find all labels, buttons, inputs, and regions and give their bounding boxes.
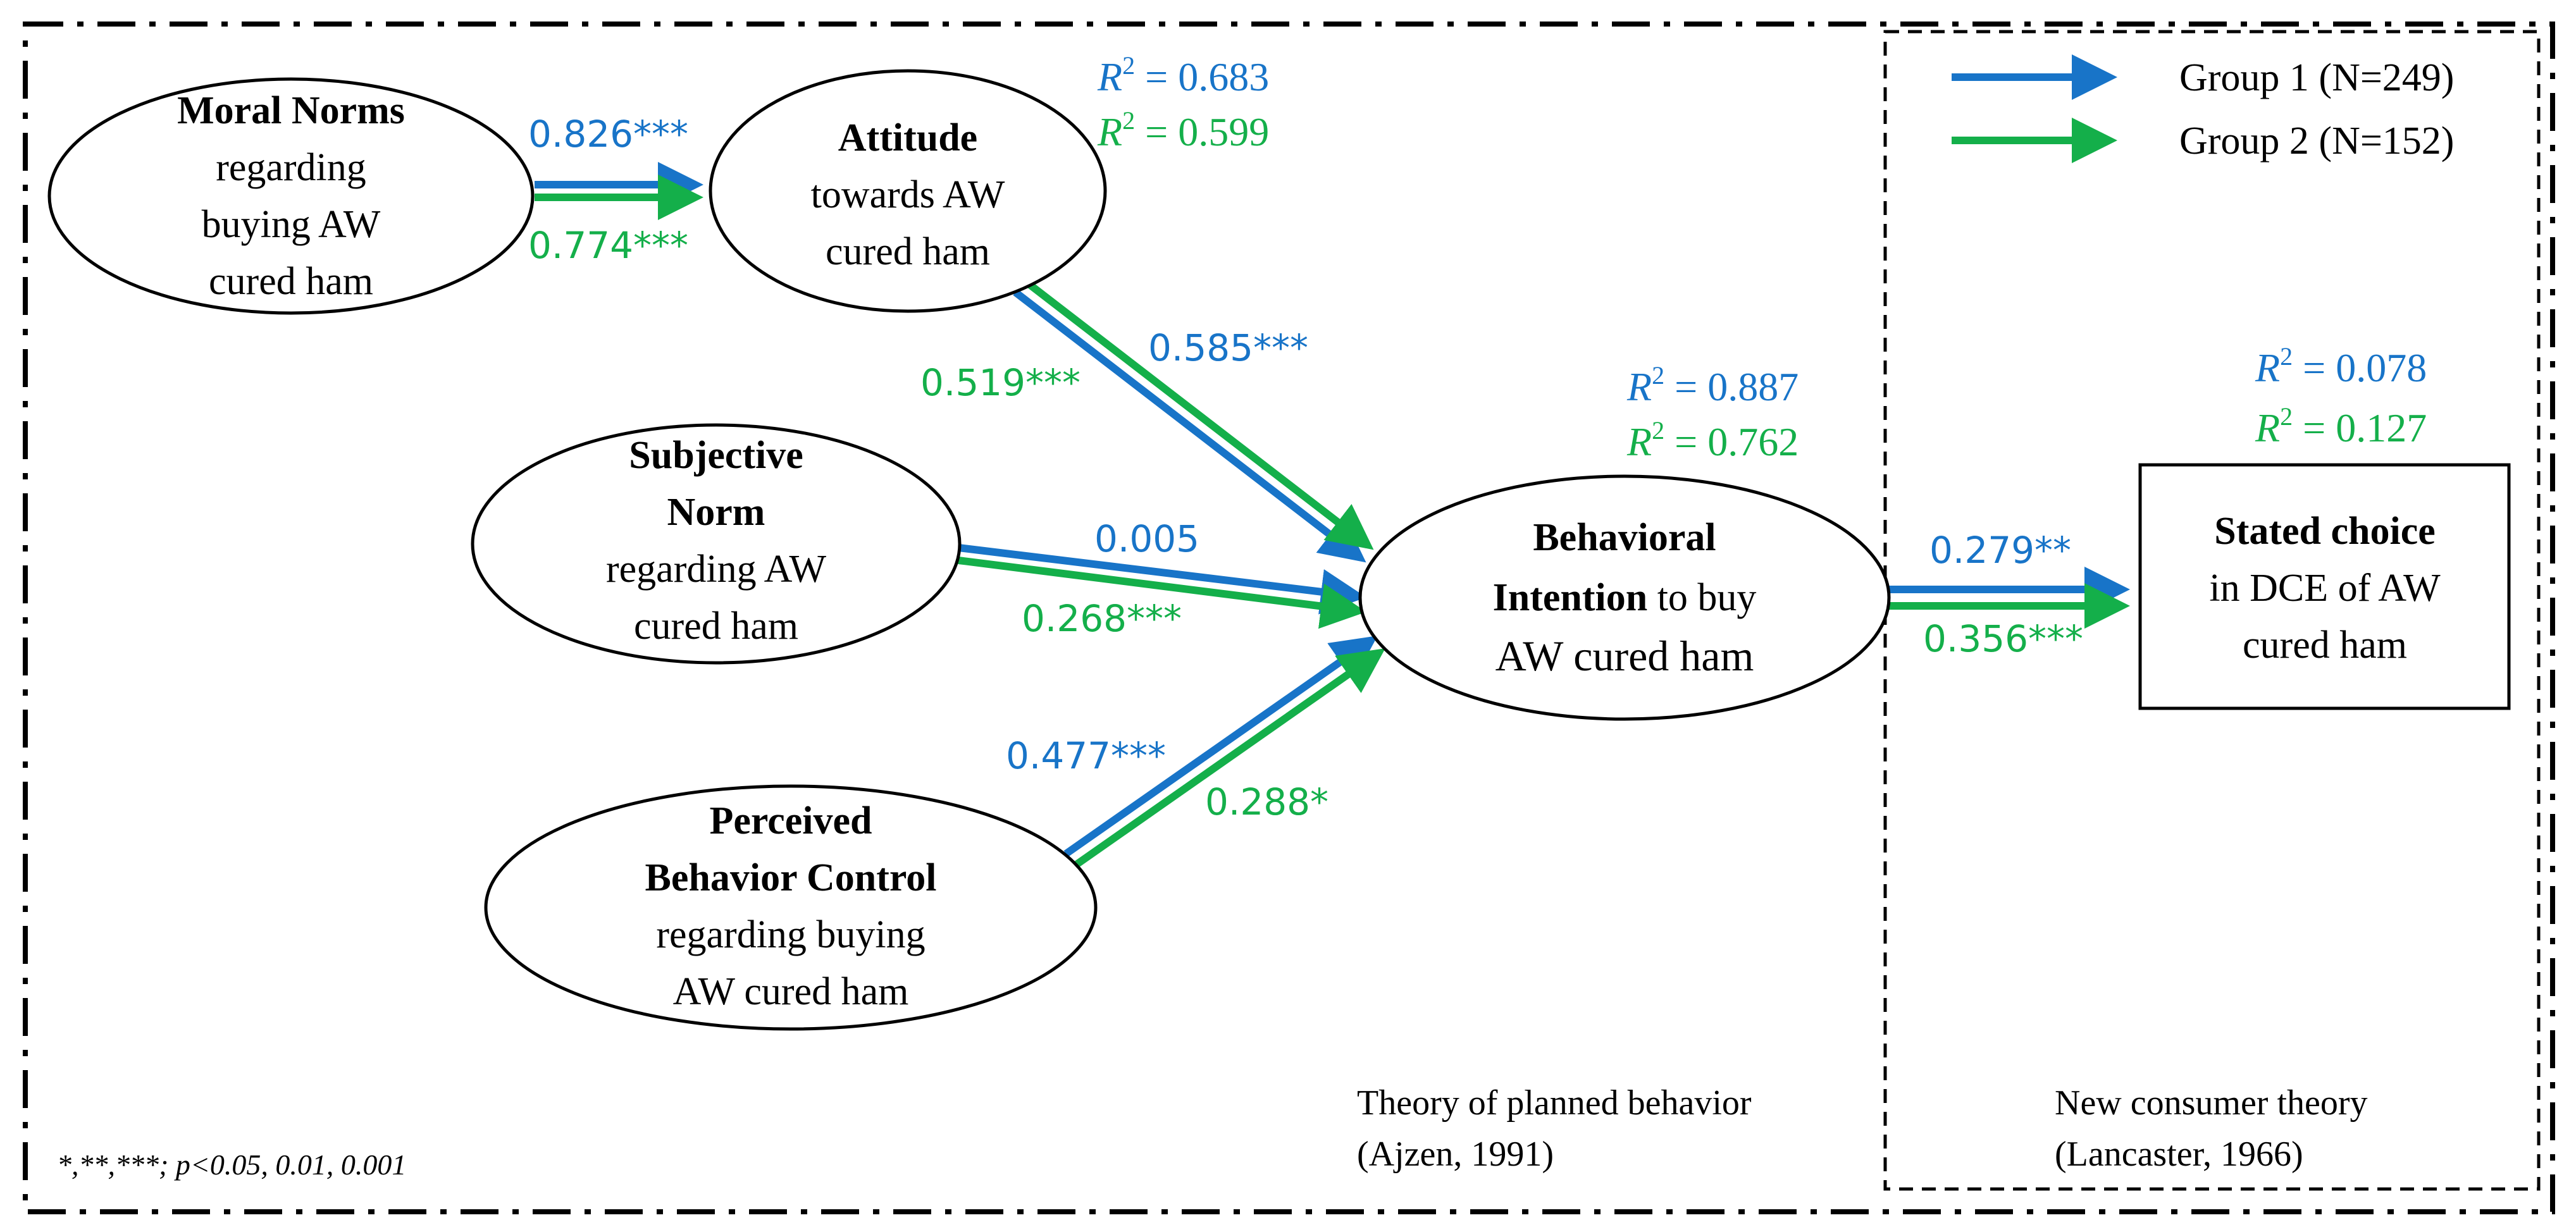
r2-attitude-g2: R2 = 0.599	[1097, 106, 1269, 154]
r-squared-labels: R2 = 0.683 R2 = 0.599 R2 = 0.887 R2 = 0.…	[1097, 51, 2427, 464]
pbc-title1: Perceived	[709, 799, 872, 842]
subjective-line2: cured ham	[634, 605, 798, 648]
path-pbc-intention	[1063, 636, 1385, 868]
coef-intention-choice-g1: 0.279**	[1929, 529, 2071, 572]
legend-label-group2: Group 2 (N=152)	[2179, 120, 2454, 163]
intention-rest2: to buy	[1647, 576, 1756, 619]
coef-moral-attitude-g2: 0.774***	[528, 224, 688, 267]
subjective-title2: Norm	[667, 491, 765, 534]
theory-labels: Theory of planned behavior (Ajzen, 1991)…	[1357, 1083, 2368, 1174]
consumer-theory-frame	[1883, 30, 2541, 1191]
significance-footnote: *,**,***; p<0.05, 0.01, 0.001	[57, 1149, 406, 1181]
choice-title: Stated choice	[2214, 510, 2436, 553]
moral-norms-line3: cured ham	[209, 260, 373, 303]
node-stated-choice: Stated choice in DCE of AW cured ham	[2138, 463, 2511, 710]
coef-pbc-intention-g2: 0.288*	[1205, 780, 1328, 823]
coef-intention-choice-g2: 0.356***	[1923, 617, 2083, 660]
r2-intention-g2: R2 = 0.762	[1626, 416, 1799, 464]
node-attitude: Attitude towards AW cured ham	[709, 69, 1107, 313]
choice-line2: cured ham	[2243, 624, 2407, 667]
pbc-line1: regarding buying	[656, 913, 925, 956]
path-moral-attitude	[535, 162, 703, 220]
moral-norms-line1: regarding	[216, 146, 366, 189]
coef-pbc-intention-g1: 0.477***	[1006, 734, 1166, 777]
intention-line3: AW cured ham	[1495, 632, 1754, 680]
tpb-line2: (Ajzen, 1991)	[1357, 1135, 1554, 1174]
subjective-line1: regarding AW	[606, 548, 826, 591]
coef-attitude-intention-g1: 0.585***	[1148, 326, 1308, 369]
coef-subjective-intention-g2: 0.268***	[1022, 597, 1182, 640]
coef-moral-attitude-g1: 0.826***	[528, 113, 688, 156]
legend-label-group1: Group 1 (N=249)	[2179, 56, 2454, 99]
node-subjective-norm: Subjective Norm regarding AW cured ham	[471, 423, 962, 665]
pbc-line2: AW cured ham	[673, 970, 909, 1013]
subjective-title1: Subjective	[629, 434, 803, 477]
r2-attitude-g1: R2 = 0.683	[1097, 51, 1269, 99]
nct-line2: (Lancaster, 1966)	[2055, 1135, 2303, 1174]
r2-choice-g2: R2 = 0.127	[2255, 402, 2427, 450]
r2-intention-g1: R2 = 0.887	[1626, 361, 1799, 409]
nct-line1: New consumer theory	[2055, 1083, 2368, 1123]
choice-line1: in DCE of AW	[2209, 567, 2441, 610]
attitude-title: Attitude	[838, 116, 977, 159]
tpb-line1: Theory of planned behavior	[1357, 1083, 1752, 1123]
r2-choice-g1: R2 = 0.078	[2255, 342, 2427, 390]
coef-subjective-intention-g1: 0.005	[1094, 517, 1199, 560]
legend: Group 1 (N=249) Group 2 (N=152)	[1952, 54, 2454, 163]
coef-attitude-intention-g2: 0.519***	[920, 361, 1081, 404]
pbc-title2: Behavior Control	[645, 856, 936, 899]
coefficients: 0.826*** 0.774*** 0.585*** 0.519*** 0.00…	[528, 113, 2083, 823]
moral-norms-line2: buying AW	[202, 203, 381, 246]
path-intention-choice	[1888, 567, 2130, 629]
node-perceived-behavior-control: Perceived Behavior Control regarding buy…	[484, 784, 1098, 1031]
attitude-line1: towards AW	[811, 173, 1005, 216]
moral-norms-title: Moral Norms	[177, 89, 405, 132]
intention-title1: Behavioral	[1533, 516, 1716, 559]
node-behavioral-intention: Behavioral Intention to buy AW cured ham	[1358, 474, 1891, 721]
outer-frame	[23, 22, 2555, 1214]
attitude-line2: cured ham	[826, 230, 990, 273]
node-moral-norms: Moral Norms regarding buying AW cured ha…	[47, 77, 535, 315]
path-subjective-intention	[958, 544, 1366, 629]
intention-title2: Intention	[1493, 576, 1648, 619]
intention-line2: Intention to buy	[1493, 576, 1757, 619]
path-attitude-intention	[1013, 280, 1374, 563]
